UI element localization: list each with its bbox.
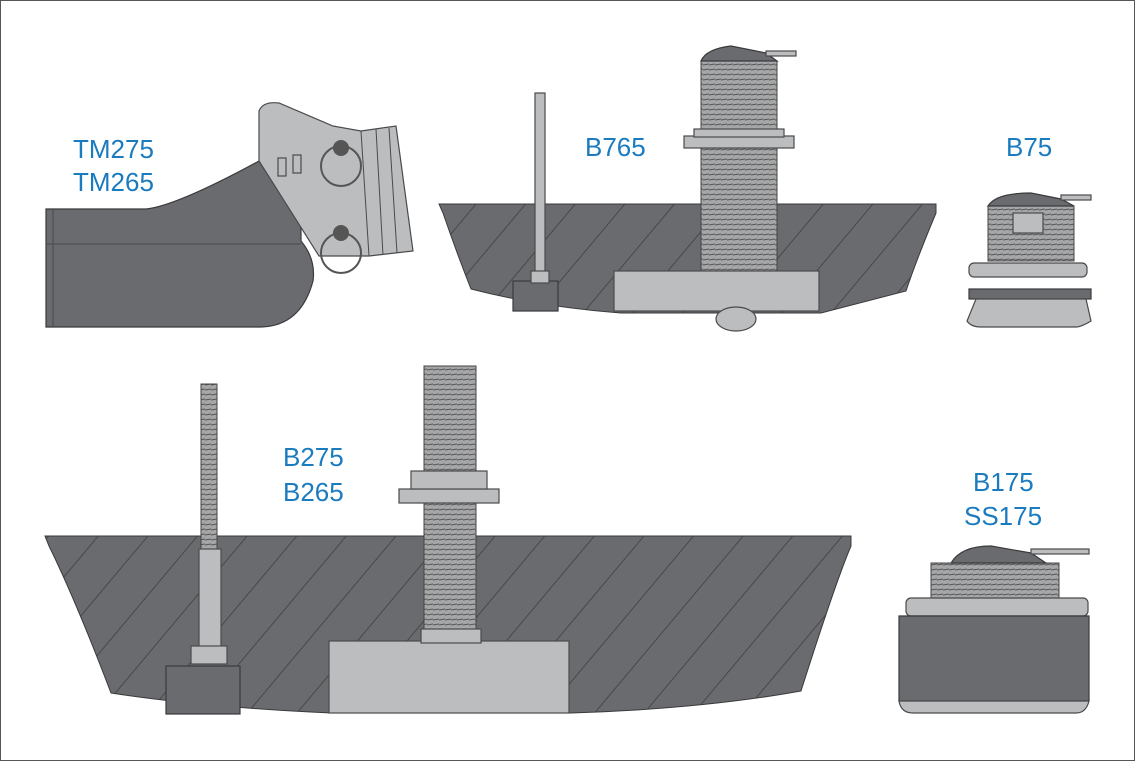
label-b75: B75 <box>1006 132 1052 162</box>
b765-transducer <box>438 45 937 332</box>
label-tm265: TM265 <box>73 167 154 197</box>
label-b175: B175 <box>973 467 1034 497</box>
tm-transducer <box>45 102 414 328</box>
label-b275: B275 <box>283 442 344 472</box>
label-tm275: TM275 <box>73 134 154 164</box>
label-b265: B265 <box>283 477 344 507</box>
b275-transducer <box>44 365 852 715</box>
b75-transducer <box>966 192 1092 328</box>
b175-transducer <box>898 545 1090 714</box>
label-b765: B765 <box>585 132 646 162</box>
label-ss175: SS175 <box>964 501 1042 531</box>
